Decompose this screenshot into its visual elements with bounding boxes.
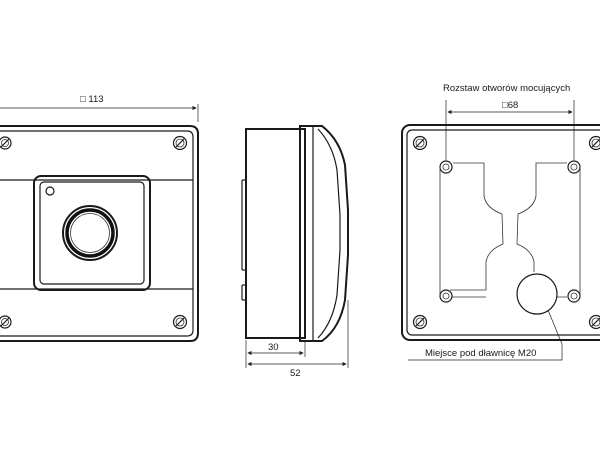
gland-note-label: Miejsce pod dławnicę M20 — [425, 348, 536, 359]
screw-icon — [172, 314, 188, 330]
rear-view: Rozstaw otworów mocujących □68 Miejsce p… — [401, 83, 600, 361]
side-view-cover — [299, 125, 349, 342]
mount-title-label: Rozstaw otworów mocujących — [443, 83, 570, 94]
indicator-dot — [45, 186, 55, 196]
depth-total-label: 52 — [290, 368, 301, 379]
side-view: 30 52 — [241, 125, 349, 379]
button-window — [33, 175, 151, 291]
mount-spacing-label: □68 — [502, 100, 518, 111]
screw-icon — [0, 315, 12, 329]
screw-icon — [172, 135, 188, 151]
front-view-outline — [0, 125, 199, 342]
gland-hole — [516, 273, 558, 315]
mounting-hole — [439, 160, 453, 174]
rear-view-outline — [401, 124, 600, 341]
front-view: □ 113 — [0, 94, 199, 342]
screw-icon — [412, 314, 428, 330]
mounting-hole — [439, 289, 453, 303]
screw-icon — [0, 136, 12, 150]
screw-icon — [588, 135, 600, 151]
mounting-hole — [567, 160, 581, 174]
push-button — [62, 205, 118, 261]
depth-inner-label: 30 — [268, 342, 279, 353]
mounting-hole — [567, 289, 581, 303]
side-view-body — [245, 128, 306, 339]
screw-icon — [588, 314, 600, 330]
screw-icon — [412, 135, 428, 151]
front-width-label: □ 113 — [80, 94, 104, 105]
